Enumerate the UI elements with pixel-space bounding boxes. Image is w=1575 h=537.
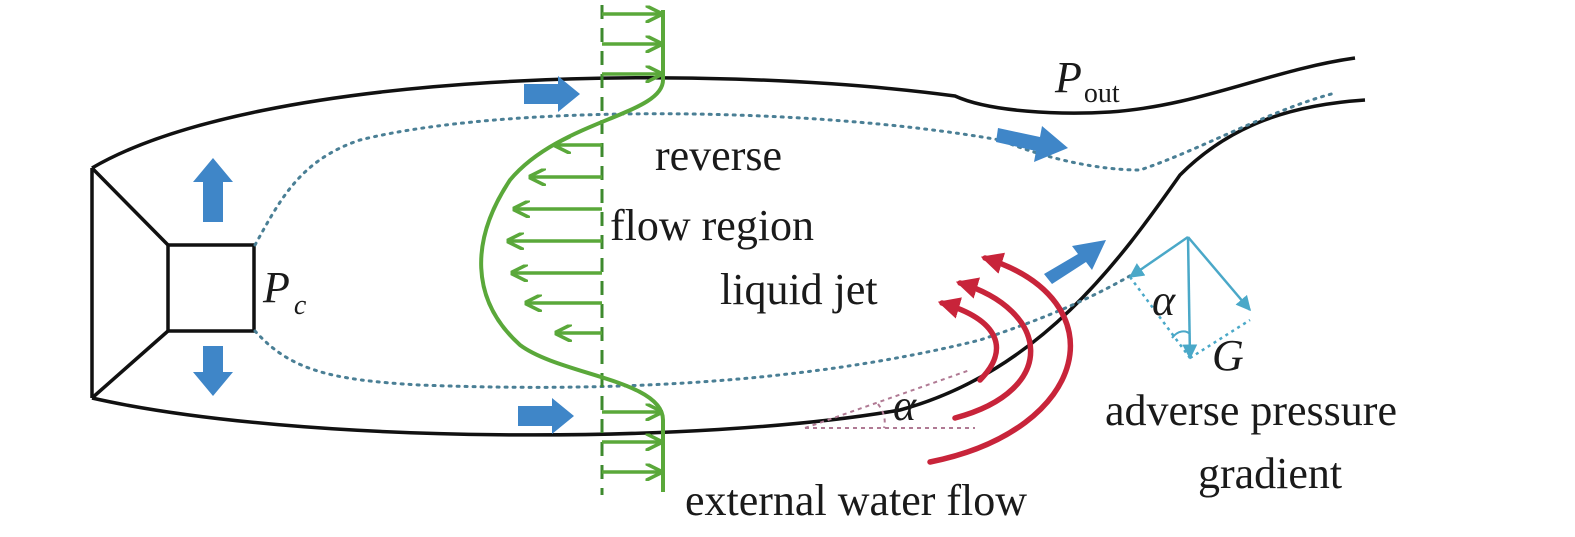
liquid-jet-arcs [927, 252, 1074, 465]
gravity-label: G [1212, 331, 1244, 380]
cavity-upper-wall [91, 56, 1356, 170]
cavity-boundary-lower [253, 268, 1142, 389]
velocity-profile-curve [479, 10, 665, 492]
arrow-right-top [524, 76, 580, 112]
arrow-down [193, 346, 233, 396]
adverse-pressure-label-2: gradient [1198, 449, 1342, 498]
cavitator [90, 166, 256, 400]
arrow-up [193, 158, 233, 222]
force-vectors [1128, 235, 1251, 360]
arrow-right-bottom [518, 398, 574, 434]
liquid-jet-label: liquid jet [720, 265, 878, 314]
reverse-flow-label-1: reverse [655, 131, 782, 180]
alpha-bottom-label: α [893, 381, 917, 430]
arrow-reentrant [1044, 240, 1106, 284]
flow-arrows [193, 76, 1106, 434]
arrow-outflow [996, 126, 1068, 162]
external-flow-label: external water flow [685, 476, 1027, 525]
alpha-right-label: α [1152, 276, 1176, 325]
cavity-boundary [253, 91, 1337, 247]
bottom-angle [804, 369, 975, 429]
adverse-pressure-label-1: adverse pressure [1105, 386, 1397, 435]
velocity-vectors [508, 14, 661, 472]
cavity-lower-wall [91, 98, 1366, 437]
reverse-flow-label-2: flow region [610, 201, 814, 250]
p-out-label: Pout [1054, 53, 1120, 109]
